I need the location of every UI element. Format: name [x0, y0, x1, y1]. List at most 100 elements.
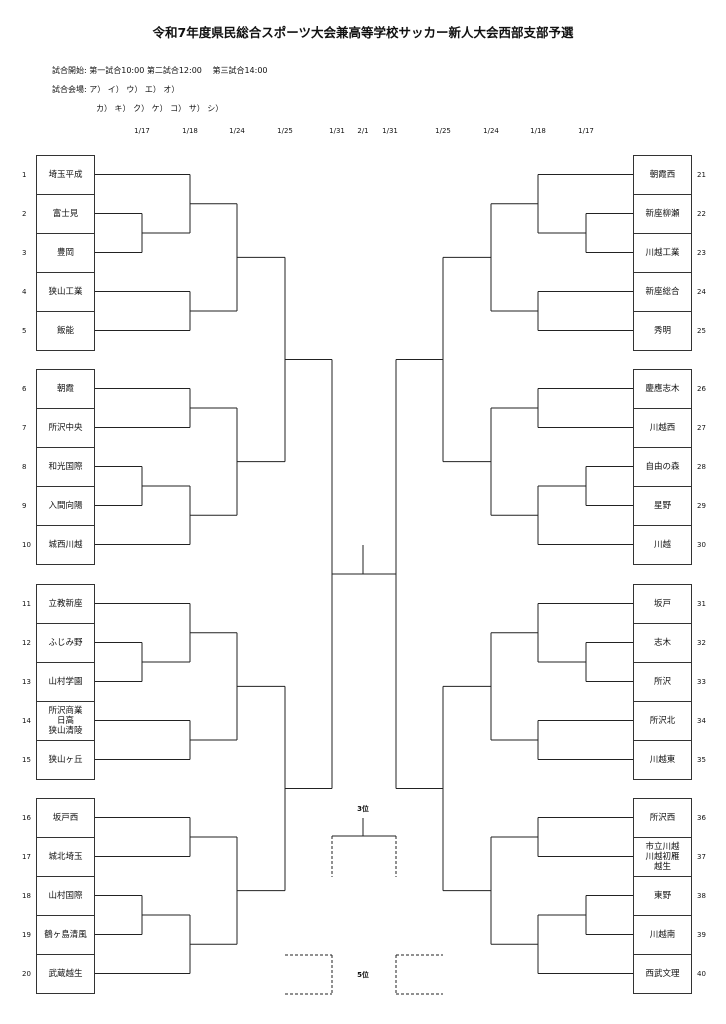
team-name: 新座柳瀬	[645, 209, 680, 219]
team-box: 新座総合	[633, 272, 692, 312]
team-name: 所沢北	[649, 716, 676, 726]
venue-line-2: カ） キ） ク） ケ） コ） サ） シ）	[96, 104, 224, 113]
team-number: 29	[697, 501, 706, 510]
team-number: 32	[697, 638, 706, 647]
team-box: 鶴ヶ島清風	[36, 915, 95, 955]
team-box: 狭山工業	[36, 272, 95, 312]
team-name: 和光国際	[48, 462, 83, 472]
team-number: 35	[697, 755, 706, 764]
team-number: 12	[22, 638, 31, 647]
team-name: 西武文理	[645, 969, 680, 979]
team-name: 坂戸西	[52, 813, 79, 823]
team-number: 6	[22, 384, 27, 393]
team-name: 坂戸	[653, 599, 671, 609]
team-number: 31	[697, 599, 706, 608]
team-box: 和光国際	[36, 447, 95, 487]
team-box: 新座柳瀬	[633, 194, 692, 234]
team-number: 20	[22, 969, 31, 978]
team-number: 2	[22, 209, 27, 218]
team-number: 7	[22, 423, 27, 432]
team-box: 豊岡	[36, 233, 95, 273]
team-box: 所沢商業 日高 狭山清陵	[36, 701, 95, 741]
venue-label: 試合会場:	[52, 85, 87, 94]
team-name: 埼玉平成	[48, 170, 83, 180]
team-name: 朝霞	[56, 384, 74, 394]
team-name: 武蔵越生	[48, 969, 83, 979]
round-date: 1/17	[134, 127, 150, 135]
team-number: 3	[22, 248, 27, 257]
team-number: 23	[697, 248, 706, 257]
team-name: 朝霞西	[649, 170, 676, 180]
team-box: 所沢北	[633, 701, 692, 741]
round-date: 1/25	[435, 127, 451, 135]
team-box: 立教新座	[36, 584, 95, 624]
team-box: 川越南	[633, 915, 692, 955]
team-number: 38	[697, 891, 706, 900]
team-box: 星野	[633, 486, 692, 526]
team-number: 14	[22, 716, 31, 725]
team-name: 所沢西	[649, 813, 676, 823]
team-number: 33	[697, 677, 706, 686]
venue-line-1: ア） イ） ウ） エ） オ）	[89, 85, 180, 94]
team-name: 狭山ヶ丘	[48, 755, 83, 765]
team-name: 狭山工業	[48, 287, 83, 297]
team-box: 坂戸	[633, 584, 692, 624]
team-name: 城北埼玉	[48, 852, 83, 862]
round-date: 1/24	[229, 127, 245, 135]
round-date: 1/24	[483, 127, 499, 135]
team-number: 28	[697, 462, 706, 471]
team-number: 24	[697, 287, 706, 296]
team-box: 坂戸西	[36, 798, 95, 838]
venue-line: 試合会場: ア） イ） ウ） エ） オ）	[52, 84, 179, 95]
team-box: 東野	[633, 876, 692, 916]
team-box: 山村国際	[36, 876, 95, 916]
team-number: 4	[22, 287, 27, 296]
third-place-label: 3位	[357, 805, 369, 813]
team-number: 13	[22, 677, 31, 686]
round-date: 1/18	[182, 127, 198, 135]
team-box: 志木	[633, 623, 692, 663]
team-box: 市立川越 川越初雁 越生	[633, 837, 692, 877]
team-number: 34	[697, 716, 706, 725]
team-name: 星野	[653, 501, 671, 511]
team-name: 入間向陽	[48, 501, 83, 511]
team-number: 18	[22, 891, 31, 900]
team-name: 川越工業	[645, 248, 680, 258]
round-date: 1/17	[578, 127, 594, 135]
team-name: 立教新座	[48, 599, 83, 609]
team-name: 自由の森	[645, 462, 680, 472]
team-number: 17	[22, 852, 31, 861]
team-name: 所沢中央	[48, 423, 83, 433]
round-date: 1/18	[530, 127, 546, 135]
team-name: 山村国際	[48, 891, 83, 901]
team-number: 1	[22, 170, 27, 179]
schedule-label: 試合開始:	[52, 66, 87, 75]
team-name: 所沢	[653, 677, 671, 687]
team-box: 自由の森	[633, 447, 692, 487]
team-box: 所沢	[633, 662, 692, 702]
round-date: 2/1	[357, 127, 369, 135]
team-box: 入間向陽	[36, 486, 95, 526]
team-box: ふじみ野	[36, 623, 95, 663]
team-box: 武蔵越生	[36, 954, 95, 994]
team-number: 11	[22, 599, 31, 608]
team-name: 富士見	[52, 209, 79, 219]
team-number: 15	[22, 755, 31, 764]
team-box: 西武文理	[633, 954, 692, 994]
team-name: 川越西	[649, 423, 676, 433]
team-name: 川越南	[649, 930, 676, 940]
team-box: 川越	[633, 525, 692, 565]
team-number: 25	[697, 326, 706, 335]
team-number: 36	[697, 813, 706, 822]
schedule-text: 第一試合10:00 第二試合12:00 第三試合14:00	[89, 66, 268, 75]
team-number: 26	[697, 384, 706, 393]
team-box: 山村学園	[36, 662, 95, 702]
team-name: ふじみ野	[48, 638, 83, 648]
team-name: 川越	[653, 540, 671, 550]
team-number: 30	[697, 540, 706, 549]
team-number: 27	[697, 423, 706, 432]
team-number: 19	[22, 930, 31, 939]
team-box: 川越西	[633, 408, 692, 448]
team-box: 狭山ヶ丘	[36, 740, 95, 780]
